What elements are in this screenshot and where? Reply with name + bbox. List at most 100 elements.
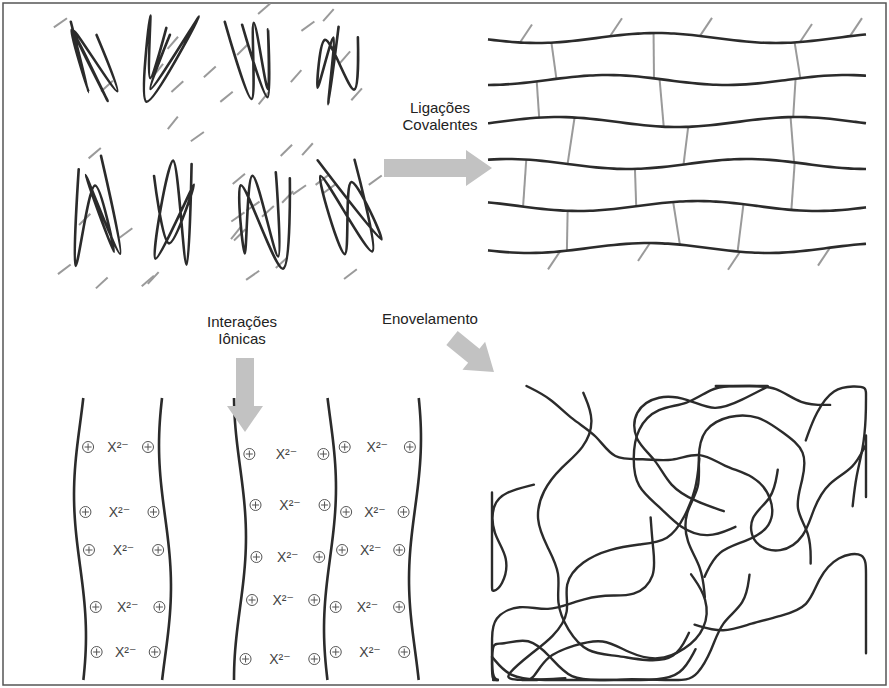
cation-symbol bbox=[83, 545, 94, 556]
covalent-crosslink bbox=[551, 43, 556, 79]
polymer-chain bbox=[806, 386, 866, 506]
frame bbox=[3, 3, 886, 685]
process-arrow bbox=[446, 331, 494, 372]
polymer-chain bbox=[492, 575, 750, 680]
covalent-crosslink bbox=[793, 79, 795, 117]
cation-symbol bbox=[148, 507, 159, 518]
side-group bbox=[54, 18, 67, 27]
anion-label: X²⁻ bbox=[366, 439, 389, 455]
anion-label: X²⁻ bbox=[112, 542, 135, 558]
side-group bbox=[168, 117, 178, 129]
side-group bbox=[728, 252, 740, 270]
side-group bbox=[344, 269, 357, 279]
side-group bbox=[340, 51, 350, 63]
polymer-chain bbox=[488, 75, 866, 85]
side-group bbox=[323, 9, 334, 21]
polymer-chain bbox=[239, 172, 290, 268]
anion-label: X²⁻ bbox=[114, 644, 137, 660]
side-group bbox=[281, 145, 292, 156]
polymer-chain bbox=[324, 398, 336, 680]
covalent-crosslink bbox=[566, 211, 569, 251]
process-label: Ligações Covalentes bbox=[392, 98, 488, 135]
polymer-chain bbox=[634, 386, 768, 511]
anion-label: X²⁻ bbox=[108, 504, 131, 520]
cation-symbol bbox=[309, 654, 320, 665]
cation-symbol bbox=[250, 500, 261, 511]
polymer-chain bbox=[634, 386, 830, 535]
cation-symbol bbox=[247, 595, 258, 606]
side-group bbox=[148, 272, 159, 284]
side-group bbox=[293, 185, 306, 194]
covalent-crosslink bbox=[635, 169, 636, 206]
polymer-chain bbox=[409, 398, 421, 680]
side-group bbox=[142, 276, 154, 286]
cation-symbol bbox=[337, 545, 348, 556]
cation-symbol bbox=[244, 449, 255, 460]
cation-symbol bbox=[309, 595, 320, 606]
cation-symbol bbox=[341, 507, 352, 518]
side-group bbox=[520, 24, 532, 42]
cation-symbol bbox=[251, 552, 262, 563]
side-group bbox=[120, 228, 133, 238]
side-group bbox=[220, 92, 232, 102]
anion-label: X²⁻ bbox=[358, 644, 381, 660]
cation-symbol bbox=[153, 545, 164, 556]
side-group bbox=[204, 66, 216, 77]
cation-symbol bbox=[314, 552, 325, 563]
side-group bbox=[246, 271, 259, 280]
side-group bbox=[231, 212, 244, 221]
cation-symbol bbox=[154, 602, 165, 613]
cation-symbol bbox=[399, 647, 410, 658]
covalent-crosslink bbox=[791, 117, 795, 162]
anion-label: X²⁻ bbox=[363, 504, 386, 520]
covalent-crosslink bbox=[660, 79, 664, 127]
cation-symbol bbox=[80, 507, 91, 518]
process-arrow bbox=[384, 150, 492, 186]
covalent-crosslink bbox=[537, 81, 539, 117]
anion-label: X²⁻ bbox=[271, 592, 294, 608]
cation-symbol bbox=[149, 647, 160, 658]
side-group bbox=[282, 191, 293, 202]
anion-label: X²⁻ bbox=[276, 549, 299, 565]
covalent-crosslink bbox=[568, 117, 575, 163]
polymer-chain bbox=[318, 160, 382, 254]
side-group bbox=[89, 148, 101, 158]
polymer-chain bbox=[488, 243, 866, 253]
anion-label: X²⁻ bbox=[106, 439, 129, 455]
polymer-chain bbox=[538, 393, 689, 661]
cation-symbol bbox=[398, 507, 409, 518]
side-group bbox=[237, 44, 248, 55]
polymer-chain bbox=[75, 156, 121, 266]
covalent-crosslink bbox=[684, 127, 689, 165]
polymer-chain bbox=[488, 201, 866, 211]
side-group bbox=[291, 70, 302, 82]
cation-symbol bbox=[330, 647, 341, 658]
side-group bbox=[58, 264, 71, 274]
polymer-chain bbox=[695, 554, 866, 653]
covalent-crosslink bbox=[653, 33, 655, 78]
cation-symbol bbox=[330, 602, 341, 613]
polymer-chain bbox=[488, 117, 866, 127]
polymer-chain bbox=[522, 574, 707, 680]
side-group bbox=[96, 277, 108, 288]
polymer-chain bbox=[74, 398, 86, 680]
polymer-chain bbox=[526, 386, 772, 577]
covalent-crosslink bbox=[795, 42, 801, 78]
side-group bbox=[818, 248, 830, 266]
cation-symbol bbox=[91, 647, 102, 658]
polymer-chain bbox=[488, 33, 866, 43]
cation-symbol bbox=[240, 654, 251, 665]
side-group bbox=[234, 229, 245, 240]
covalent-crosslink bbox=[738, 204, 744, 251]
side-group bbox=[302, 143, 313, 155]
covalent-crosslink bbox=[523, 160, 526, 207]
side-group bbox=[700, 18, 712, 36]
side-group bbox=[191, 132, 204, 141]
cation-symbol bbox=[394, 545, 405, 556]
polymer-chain bbox=[317, 27, 358, 105]
ionic-network bbox=[74, 398, 421, 680]
cation-symbol bbox=[83, 442, 94, 453]
polymer-chain bbox=[234, 398, 246, 680]
polymer-chain bbox=[685, 415, 810, 597]
covalent-crosslink bbox=[673, 202, 680, 245]
